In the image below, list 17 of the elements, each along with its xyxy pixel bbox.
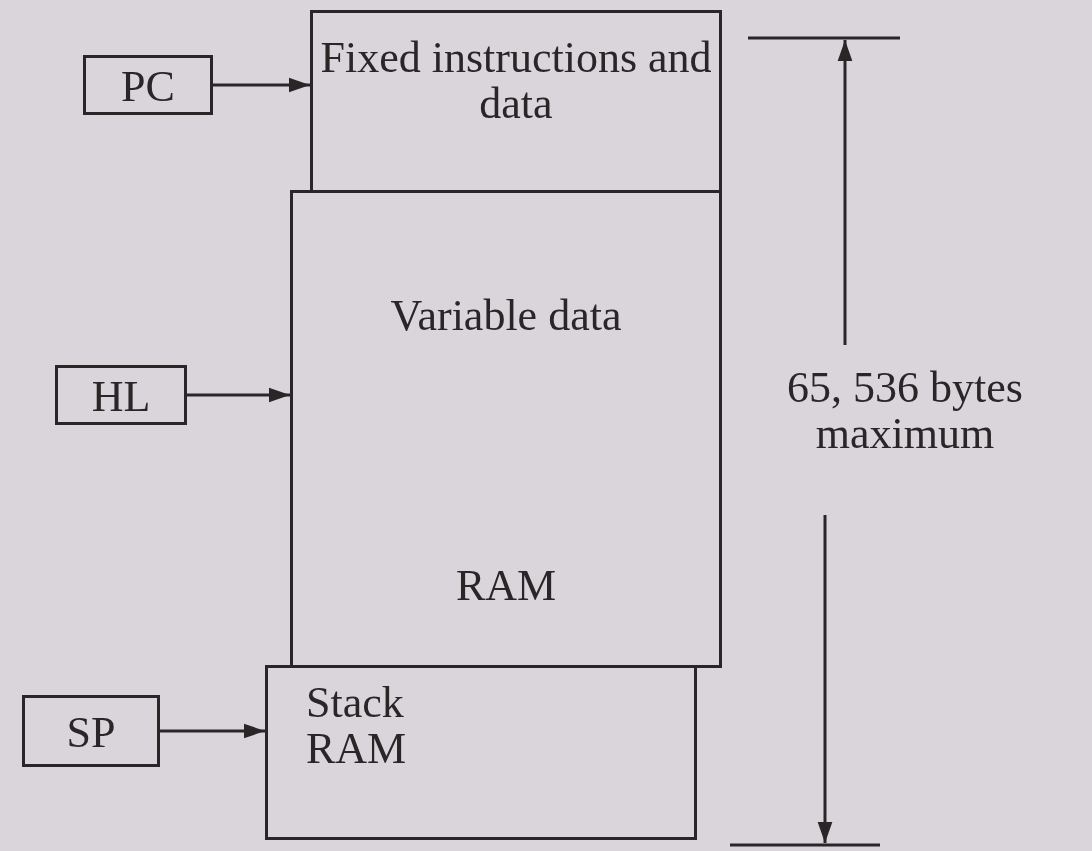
register-name: HL xyxy=(90,374,152,421)
arrow xyxy=(213,77,310,93)
register-box xyxy=(22,695,160,767)
arrow xyxy=(160,723,265,739)
memory-section xyxy=(265,665,697,840)
section-label: Variable data xyxy=(389,293,623,340)
section-label: Fixed instructions and data xyxy=(319,35,713,128)
memory-section xyxy=(290,190,722,668)
register-name: SP xyxy=(65,710,117,757)
section-label: Stack RAM xyxy=(306,680,408,773)
register-box xyxy=(83,55,213,115)
register-name: PC xyxy=(120,64,176,111)
dimension-label: 65, 536 bytes maximum xyxy=(786,365,1024,458)
memory-section xyxy=(310,10,722,193)
section-label: RAM xyxy=(454,563,558,610)
arrow xyxy=(187,387,290,403)
register-box xyxy=(55,365,187,425)
